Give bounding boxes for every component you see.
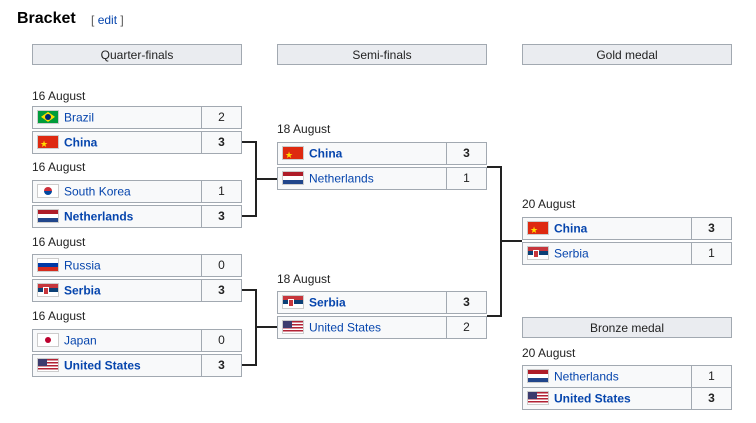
score-cell: 3 bbox=[691, 217, 732, 240]
team-cell-winner: United States bbox=[32, 354, 202, 377]
usa-flag-icon bbox=[282, 319, 304, 334]
connector-qf3-qf4 bbox=[242, 289, 257, 366]
team-link[interactable]: South Korea bbox=[64, 184, 131, 199]
score-cell: 1 bbox=[201, 180, 242, 203]
edit-bracket-open: [ bbox=[91, 13, 95, 27]
match-date: 20 August bbox=[522, 346, 576, 360]
serbia-flag-icon bbox=[37, 282, 59, 297]
connector-qf1-qf2 bbox=[242, 141, 257, 217]
team-cell-winner: Netherlands bbox=[32, 205, 202, 228]
match-date: 18 August bbox=[277, 272, 331, 286]
team-cell: United States bbox=[277, 316, 447, 339]
china-flag-icon bbox=[282, 145, 304, 166]
round-header-semi-finals: Semi-finals bbox=[277, 44, 487, 65]
team-cell: South Korea bbox=[32, 180, 202, 203]
score-cell: 3 bbox=[201, 354, 242, 377]
team-link[interactable]: China bbox=[554, 221, 588, 236]
team-link[interactable]: Japan bbox=[64, 333, 97, 348]
netherlands-flag-icon bbox=[37, 208, 59, 223]
team-link[interactable]: Netherlands bbox=[64, 209, 134, 224]
serbia-flag-icon bbox=[282, 294, 304, 309]
team-link[interactable]: Brazil bbox=[64, 110, 95, 125]
team-cell-winner: Serbia bbox=[32, 279, 202, 302]
match-date: 18 August bbox=[277, 122, 331, 136]
edit-section: [ edit ] bbox=[91, 13, 124, 27]
team-link[interactable]: China bbox=[309, 146, 343, 161]
section-heading: Bracket bbox=[17, 10, 76, 27]
japan-flag-icon bbox=[37, 332, 59, 347]
match-date: 16 August bbox=[32, 89, 86, 103]
edit-bracket-close: ] bbox=[120, 13, 124, 27]
team-link[interactable]: Serbia bbox=[309, 295, 346, 310]
match-date: 16 August bbox=[32, 235, 86, 249]
team-cell: Russia bbox=[32, 254, 202, 277]
score-cell: 1 bbox=[446, 167, 487, 190]
usa-flag-icon bbox=[527, 390, 549, 405]
netherlands-flag-icon bbox=[527, 368, 549, 383]
score-cell: 2 bbox=[446, 316, 487, 339]
team-link[interactable]: China bbox=[64, 135, 98, 150]
serbia-flag-icon bbox=[527, 245, 549, 260]
south-korea-flag-icon bbox=[37, 183, 59, 198]
round-header-bronze-medal: Bronze medal bbox=[522, 317, 732, 338]
score-cell: 0 bbox=[201, 329, 242, 352]
team-link[interactable]: Serbia bbox=[554, 246, 589, 261]
team-cell: Brazil bbox=[32, 106, 202, 129]
score-cell: 3 bbox=[201, 279, 242, 302]
netherlands-flag-icon bbox=[282, 170, 304, 185]
usa-flag-icon bbox=[37, 357, 59, 372]
score-cell: 3 bbox=[201, 131, 242, 154]
team-link[interactable]: United States bbox=[309, 320, 382, 335]
team-cell: Netherlands bbox=[277, 167, 447, 190]
team-cell-winner: China bbox=[522, 217, 692, 241]
china-flag-icon bbox=[527, 220, 549, 241]
russia-flag-icon bbox=[37, 257, 59, 272]
team-link[interactable]: United States bbox=[554, 391, 631, 406]
round-header-gold-medal: Gold medal bbox=[522, 44, 732, 65]
team-link[interactable]: United States bbox=[64, 358, 141, 373]
team-cell: Netherlands bbox=[522, 365, 692, 388]
team-cell-winner: China bbox=[277, 142, 447, 166]
score-cell: 3 bbox=[691, 387, 732, 410]
match-date: 16 August bbox=[32, 309, 86, 323]
edit-link[interactable]: edit bbox=[97, 13, 118, 27]
team-link[interactable]: Netherlands bbox=[554, 369, 619, 384]
score-cell: 0 bbox=[201, 254, 242, 277]
team-cell: Japan bbox=[32, 329, 202, 352]
match-date: 16 August bbox=[32, 160, 86, 174]
brazil-flag-icon bbox=[37, 109, 59, 124]
score-cell: 3 bbox=[446, 142, 487, 165]
team-link[interactable]: Serbia bbox=[64, 283, 101, 298]
team-cell: Serbia bbox=[522, 242, 692, 265]
team-cell-winner: United States bbox=[522, 387, 692, 410]
score-cell: 2 bbox=[201, 106, 242, 129]
team-link[interactable]: Netherlands bbox=[309, 171, 374, 186]
match-date: 20 August bbox=[522, 197, 576, 211]
score-cell: 1 bbox=[691, 242, 732, 265]
score-cell: 3 bbox=[446, 291, 487, 314]
connector-sf1-sf2 bbox=[487, 166, 502, 317]
team-link[interactable]: Russia bbox=[64, 258, 101, 273]
china-flag-icon bbox=[37, 134, 59, 155]
score-cell: 3 bbox=[201, 205, 242, 228]
round-header-quarter-finals: Quarter-finals bbox=[32, 44, 242, 65]
